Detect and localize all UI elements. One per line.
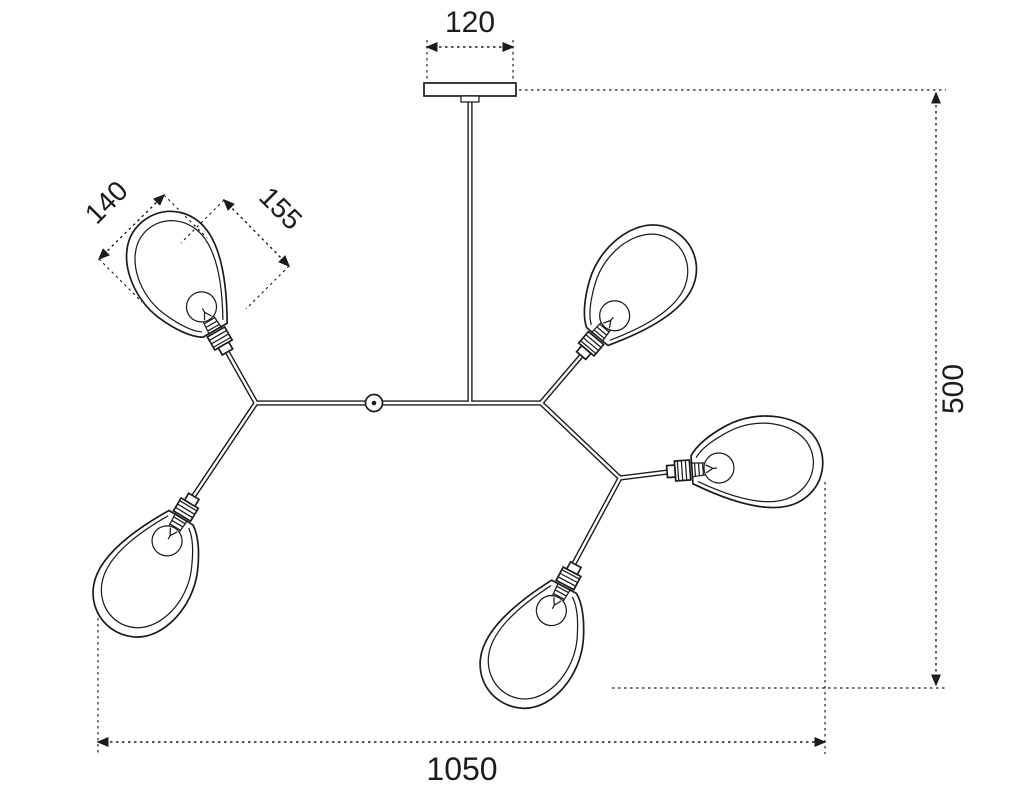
stem-collar <box>460 95 480 103</box>
arm-tubes-fill <box>191 94 670 573</box>
shades <box>75 194 827 727</box>
dim-mount-width: 120 <box>425 6 515 82</box>
dim-label-shade-width: 140 <box>79 175 134 230</box>
dim-height-extension-lines <box>519 89 946 689</box>
dim-label-total-height: 500 <box>937 364 970 414</box>
dim-label-shade-length: 155 <box>253 181 308 236</box>
dim-shade-length-extension-lines <box>180 199 290 310</box>
lamp-body <box>75 82 827 727</box>
shade-bottom <box>463 543 620 727</box>
ceiling-plate <box>423 82 517 97</box>
dim-width-extension-lines <box>97 482 826 754</box>
center-joint <box>364 393 384 413</box>
dim-total-width: 1050 <box>96 482 827 787</box>
shade-right <box>662 411 827 516</box>
frame-arms <box>190 93 671 574</box>
shade-upper-left <box>106 194 266 378</box>
dim-label-total-width: 1050 <box>426 751 497 787</box>
joint-pin <box>371 400 377 406</box>
dim-shade-width-extension-lines <box>98 194 208 303</box>
shade-upper-right <box>542 203 716 385</box>
dim-total-height: 500 <box>519 89 970 689</box>
dim-label-mount-width: 120 <box>445 6 495 39</box>
ceiling-mount <box>423 82 517 103</box>
shade-lower-left <box>75 473 237 657</box>
